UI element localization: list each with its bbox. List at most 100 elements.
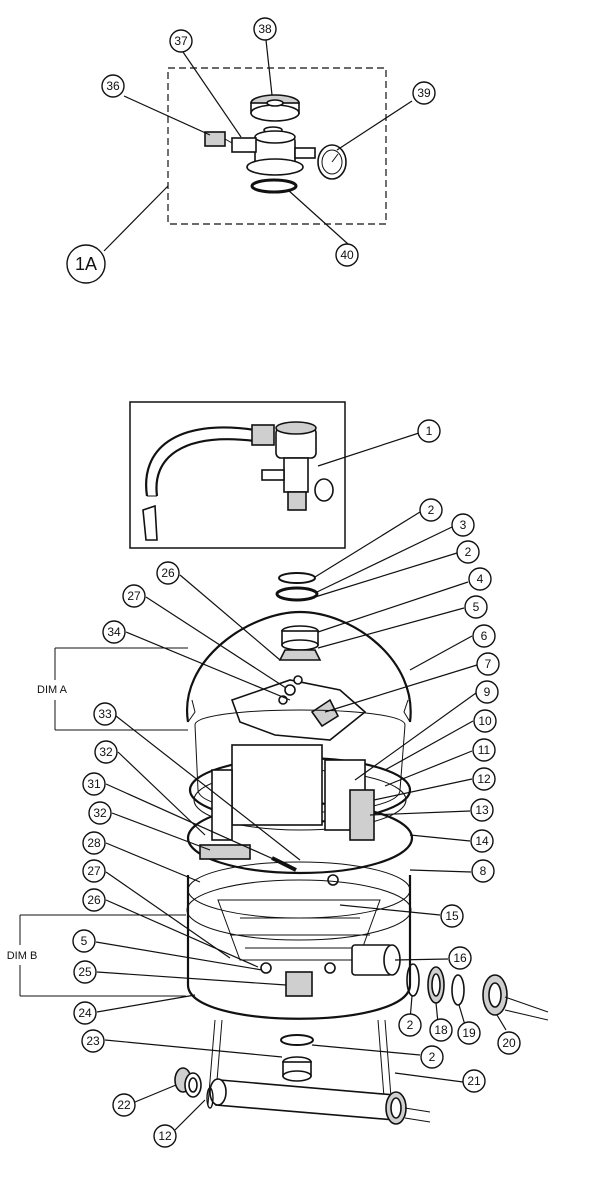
callout-8: 8 <box>471 859 495 883</box>
svg-text:24: 24 <box>78 1006 92 1020</box>
dim-b-label: DIM B <box>7 950 38 962</box>
callout-20: 20 <box>497 1031 521 1055</box>
svg-text:2: 2 <box>429 1050 436 1064</box>
callout-15: 15 <box>440 904 464 928</box>
callout-37: 37 <box>169 29 193 53</box>
callout-25: 25 <box>73 960 97 984</box>
svg-text:14: 14 <box>475 834 489 848</box>
callout-32: 32 <box>88 801 112 825</box>
callout-1: 1 <box>417 419 441 443</box>
svg-text:7: 7 <box>485 657 492 671</box>
callout-12: 12 <box>153 1124 177 1148</box>
svg-text:4: 4 <box>477 572 484 586</box>
svg-text:9: 9 <box>484 685 491 699</box>
svg-text:26: 26 <box>87 893 101 907</box>
callout-18: 18 <box>429 1018 453 1042</box>
callout-40: 40 <box>335 243 359 267</box>
svg-text:23: 23 <box>86 1034 100 1048</box>
callout-3: 3 <box>451 513 475 537</box>
svg-text:25: 25 <box>78 965 92 979</box>
svg-text:37: 37 <box>174 34 188 48</box>
svg-text:36: 36 <box>106 79 120 93</box>
callout-4: 4 <box>468 567 492 591</box>
callout-31: 31 <box>82 772 106 796</box>
callout-2: 2 <box>456 540 480 564</box>
callout-22: 22 <box>112 1093 136 1117</box>
svg-text:1A: 1A <box>75 254 97 274</box>
callout-7: 7 <box>476 652 500 676</box>
callout-26: 26 <box>82 888 106 912</box>
svg-text:8: 8 <box>480 864 487 878</box>
svg-text:1: 1 <box>426 424 433 438</box>
svg-text:15: 15 <box>445 909 459 923</box>
svg-text:28: 28 <box>87 836 101 850</box>
inset-box <box>129 401 346 549</box>
svg-text:5: 5 <box>473 600 480 614</box>
svg-text:2: 2 <box>428 503 435 517</box>
svg-text:13: 13 <box>475 803 489 817</box>
svg-text:10: 10 <box>478 714 492 728</box>
svg-text:31: 31 <box>87 777 101 791</box>
callout-27: 27 <box>82 859 106 883</box>
callout-24: 24 <box>73 1001 97 1025</box>
svg-text:20: 20 <box>502 1036 516 1050</box>
callout-2: 2 <box>398 1013 422 1037</box>
callout-21: 21 <box>462 1069 486 1093</box>
dim-a-label: DIM A <box>37 684 68 696</box>
callout-12: 12 <box>472 767 496 791</box>
callout-27: 27 <box>122 584 146 608</box>
callout-2: 2 <box>419 498 443 522</box>
callout-38: 38 <box>253 17 277 41</box>
filter-assembly <box>19 511 549 1131</box>
o-ring-40 <box>250 178 298 194</box>
svg-text:22: 22 <box>117 1098 131 1112</box>
multiport-valve-inset <box>129 401 423 549</box>
callout-19: 19 <box>457 1021 481 1045</box>
valve-detail-1a <box>103 39 413 252</box>
callout-10: 10 <box>473 709 497 733</box>
o-ring <box>278 572 316 584</box>
svg-text:3: 3 <box>460 518 467 532</box>
callout-32: 32 <box>94 740 118 764</box>
tank-body <box>186 875 412 1020</box>
callout-33: 33 <box>93 702 117 726</box>
svg-text:2: 2 <box>465 545 472 559</box>
svg-text:40: 40 <box>340 248 354 262</box>
svg-text:32: 32 <box>99 745 113 759</box>
callout-9: 9 <box>475 680 499 704</box>
callout-34: 34 <box>102 620 126 644</box>
svg-text:21: 21 <box>467 1074 481 1088</box>
callout-2: 2 <box>420 1045 444 1069</box>
callout-28: 28 <box>82 831 106 855</box>
svg-text:26: 26 <box>161 566 175 580</box>
svg-text:12: 12 <box>158 1129 172 1143</box>
svg-text:6: 6 <box>481 629 488 643</box>
svg-text:27: 27 <box>87 864 101 878</box>
svg-text:38: 38 <box>258 22 272 36</box>
callout-6: 6 <box>472 624 496 648</box>
callout-13: 13 <box>470 798 494 822</box>
callout-1a: 1A <box>66 244 106 284</box>
svg-text:34: 34 <box>107 625 121 639</box>
svg-text:16: 16 <box>453 951 467 965</box>
svg-text:5: 5 <box>81 934 88 948</box>
callout-39: 39 <box>412 81 436 105</box>
svg-text:11: 11 <box>478 743 491 757</box>
svg-text:2: 2 <box>407 1018 414 1032</box>
svg-text:12: 12 <box>477 772 491 786</box>
base-pipe <box>215 1079 396 1121</box>
callout-23: 23 <box>81 1029 105 1053</box>
svg-text:32: 32 <box>93 806 107 820</box>
svg-text:33: 33 <box>98 707 112 721</box>
svg-text:27: 27 <box>127 589 141 603</box>
callout-5: 5 <box>464 595 488 619</box>
svg-text:39: 39 <box>417 86 431 100</box>
callout-26: 26 <box>156 561 180 585</box>
callout-5: 5 <box>72 929 96 953</box>
svg-text:19: 19 <box>462 1026 476 1040</box>
callout-11: 11 <box>472 738 496 762</box>
filter-lid <box>185 610 412 723</box>
callout-36: 36 <box>101 74 125 98</box>
callout-16: 16 <box>448 946 472 970</box>
